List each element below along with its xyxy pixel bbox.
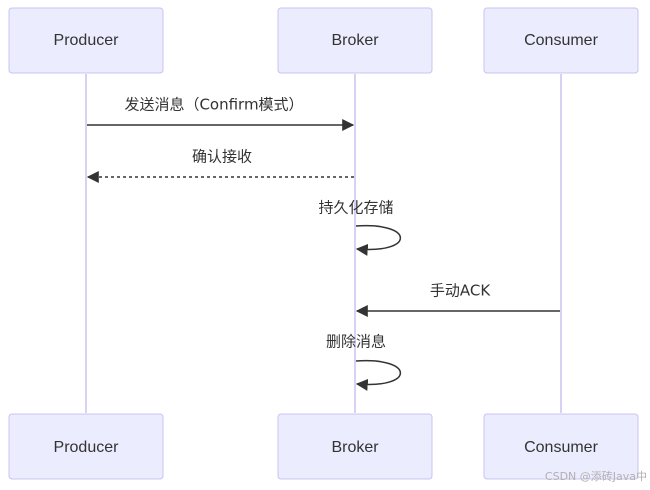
actor-label: Producer	[54, 32, 120, 49]
message-label: 手动ACK	[430, 282, 491, 300]
self-loop-arrow	[355, 224, 401, 256]
actor-label: Producer	[54, 439, 120, 456]
message-label: 删除消息	[326, 333, 386, 351]
actor-producer-top: Producer	[8, 7, 164, 74]
message-label: 确认接收	[192, 148, 252, 166]
self-loop-arrow	[355, 359, 401, 391]
message-label: 持久化存储	[318, 199, 393, 217]
actor-broker-bottom: Broker	[277, 413, 433, 480]
actor-broker-top: Broker	[277, 7, 433, 74]
actor-label: Broker	[331, 32, 379, 49]
actor-consumer-top: Consumer	[483, 7, 639, 74]
actor-label: Consumer	[524, 32, 598, 49]
actor-label: Consumer	[524, 439, 598, 456]
watermark: CSDN @添砖Java中	[544, 470, 647, 483]
actor-consumer-bottom: Consumer	[483, 413, 639, 480]
message-label: 发送消息（Confirm模式）	[124, 96, 303, 114]
actor-label: Broker	[331, 439, 379, 456]
actor-producer-bottom: Producer	[8, 413, 164, 480]
